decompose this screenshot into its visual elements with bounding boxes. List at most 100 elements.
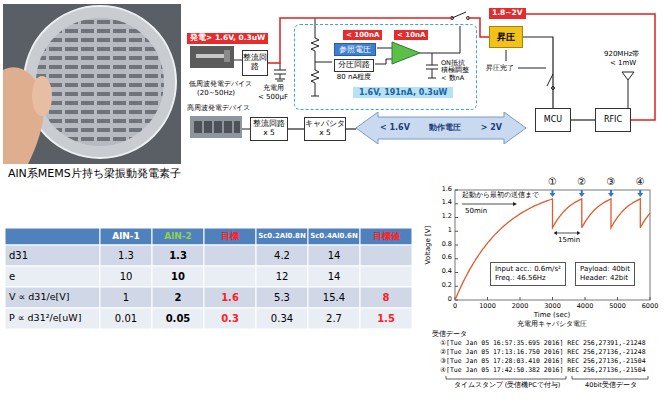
label-text: < 1mW [610,59,636,67]
table-cell-bg [256,266,308,287]
wafer-photo [3,4,181,164]
table-cell-bg [152,266,204,287]
annotation-arrow-head [577,231,581,235]
path-shape [375,59,392,64]
table-cell-bg [204,228,256,245]
table-cell: 1.3 [100,245,152,266]
chart-note-box: Payload: 40bitHeader: 42bit [575,262,635,286]
rect-shape [3,4,181,164]
voltage-curve [455,199,650,300]
axis-tick-label: 2000 [512,303,529,310]
axis-tick-label: 1.4 [428,199,452,206]
event-arrow-head [608,193,614,197]
label-text: < 500μF [258,93,288,101]
label-text: 920MHz帯 [604,50,639,58]
table-cell: 15.4 [308,287,360,308]
annotation-arrow-head [554,231,558,235]
plot-frame [455,190,650,300]
table-cell: 1.6 [204,287,256,308]
table-cell-bg [152,228,204,245]
rect-shape [204,121,212,133]
table-cell: 1 [100,287,152,308]
table-cell-bg [100,266,152,287]
label-text: ②[Tue Jan 05 17:13:16.750 2016] REC 256,… [440,349,646,356]
table-cell-bg [100,245,152,266]
axis-tick-label: 0.2 [428,282,452,289]
table-cell-bg [308,308,360,329]
table-cell: e [5,266,100,287]
table-cell-bg [5,228,100,245]
node-text: 1.8~2V [492,9,523,18]
table-cell: 0.3 [204,308,256,329]
event-arrow [610,190,612,193]
node-text: Freq.: 46.56Hz [495,274,561,283]
table-cell: 5.3 [256,287,308,308]
node-text: 動作電圧 [429,123,461,132]
connector [346,129,356,130]
table-cell-bg [100,308,152,329]
power-spec-tag: 発電> 1.6V, 0.3uW [187,33,268,44]
label-text: ③[Tue Jan 05 17:28:03.410 2016] REC 256,… [440,358,646,365]
node-text: 発電> 1.6V, 0.3uW [190,34,265,43]
label-text: 高周波発電デバイス [187,104,250,112]
table-cell-bg [204,308,256,329]
rect-shape [196,54,226,58]
label-text: AlN系MEMS片持ち梁振動発電素子 [8,168,181,181]
table-cell-bg [5,245,100,266]
table-cell: 目標 [204,228,256,245]
event-arrow-head [637,193,643,197]
path-shape [526,14,655,120]
axis-tick [455,231,458,232]
path-shape [622,72,634,80]
table-cell: 10 [100,266,152,287]
label-text: ④ [636,176,645,188]
event-arrow [639,190,641,193]
node-text: 昇圧 [497,32,515,42]
path-shape [426,53,438,78]
boost-box: 昇圧 [489,26,523,48]
axis-tick [520,297,521,300]
label-text: 受信データ [432,330,467,338]
connector-line [288,128,304,129]
rect-shape [214,121,222,133]
table-cell-bg [308,245,360,266]
table-cell: V ∝ d31/e[V] [5,287,100,308]
table-cell-bg [360,228,412,245]
table-cell: 2.7 [308,308,360,329]
table-cell-bg [152,287,204,308]
axis-tick-label: 0.4 [428,268,452,275]
connector [288,129,304,130]
table-cell: 1.5 [360,308,412,329]
ellipse-shape [32,76,52,116]
table-grid [5,228,412,329]
capacitor-array-box: キャパシタ x 5 [304,117,346,141]
label-text: ① [548,176,557,188]
axis-tick [552,297,553,300]
table-cell: 12 [256,266,308,287]
rectifier-array-box: 整流回路 x 5 [250,117,288,141]
table-cell-bg [5,308,100,329]
bracket [446,376,648,379]
table-cell: Sc0.4Al0.6N [308,228,360,245]
label-text: 低周波発電デバイス [189,80,252,88]
axis-tick [455,258,458,259]
path-shape [311,18,319,96]
table-cell: P ∝ d31²/e[uW] [5,308,100,329]
node-text: 80 nA程度 [334,73,374,81]
current-tag: < 10nA [394,30,428,40]
annotation-arrow [462,204,513,205]
axis-tick [455,272,458,273]
label-text: タイムスタンプ (受信機PCで付与) [454,382,561,389]
node-text: 整流回路 x 5 [251,120,287,137]
rect-shape [190,116,242,138]
axis-tick [455,190,458,191]
axis-tick [455,217,458,218]
node-text: キャパシタ x 5 [305,120,345,137]
label-text: ③ [607,176,616,188]
node-text: Payload: 40bit [580,265,630,274]
label-text: ①[Tue Jan 05 16:57:35.695 2016] REC 256,… [440,340,646,347]
connector-line [523,37,553,108]
label-text: ON抵抗 積極調整 < 数nA [441,60,473,82]
node-text: Input acc.: 0.6m/s² [495,265,561,274]
table-cell-bg [256,228,308,245]
